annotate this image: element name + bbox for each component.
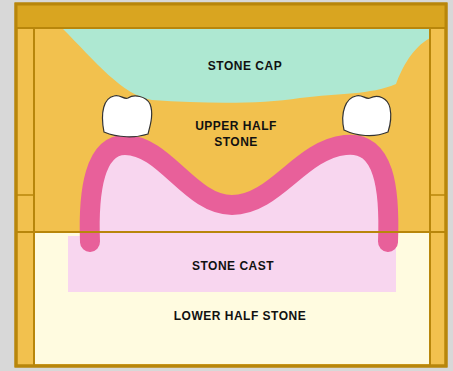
right-tooth <box>343 96 391 136</box>
flask-outline <box>16 4 446 366</box>
stone-cast-top <box>90 145 389 242</box>
lower-half-stone-label: LOWER HALF STONE <box>140 308 340 324</box>
flask-flange <box>430 194 446 196</box>
flask-joint <box>16 231 446 233</box>
flask-flange <box>16 194 34 196</box>
flask-body <box>16 4 446 366</box>
flask-lid <box>16 4 446 28</box>
left-tooth <box>102 96 151 137</box>
flask-wall-left <box>33 28 35 366</box>
flask-wall-right <box>429 28 431 366</box>
stone-cap-label: STONE CAP <box>175 58 315 74</box>
upper-half-stone-label: UPPER HALF STONE <box>191 118 281 150</box>
stone-cap <box>62 28 430 103</box>
denture-base <box>90 145 389 242</box>
stone-cast-label: STONE CAST <box>163 258 303 274</box>
lower-half-stone <box>34 232 430 364</box>
stone-cast <box>68 236 396 292</box>
